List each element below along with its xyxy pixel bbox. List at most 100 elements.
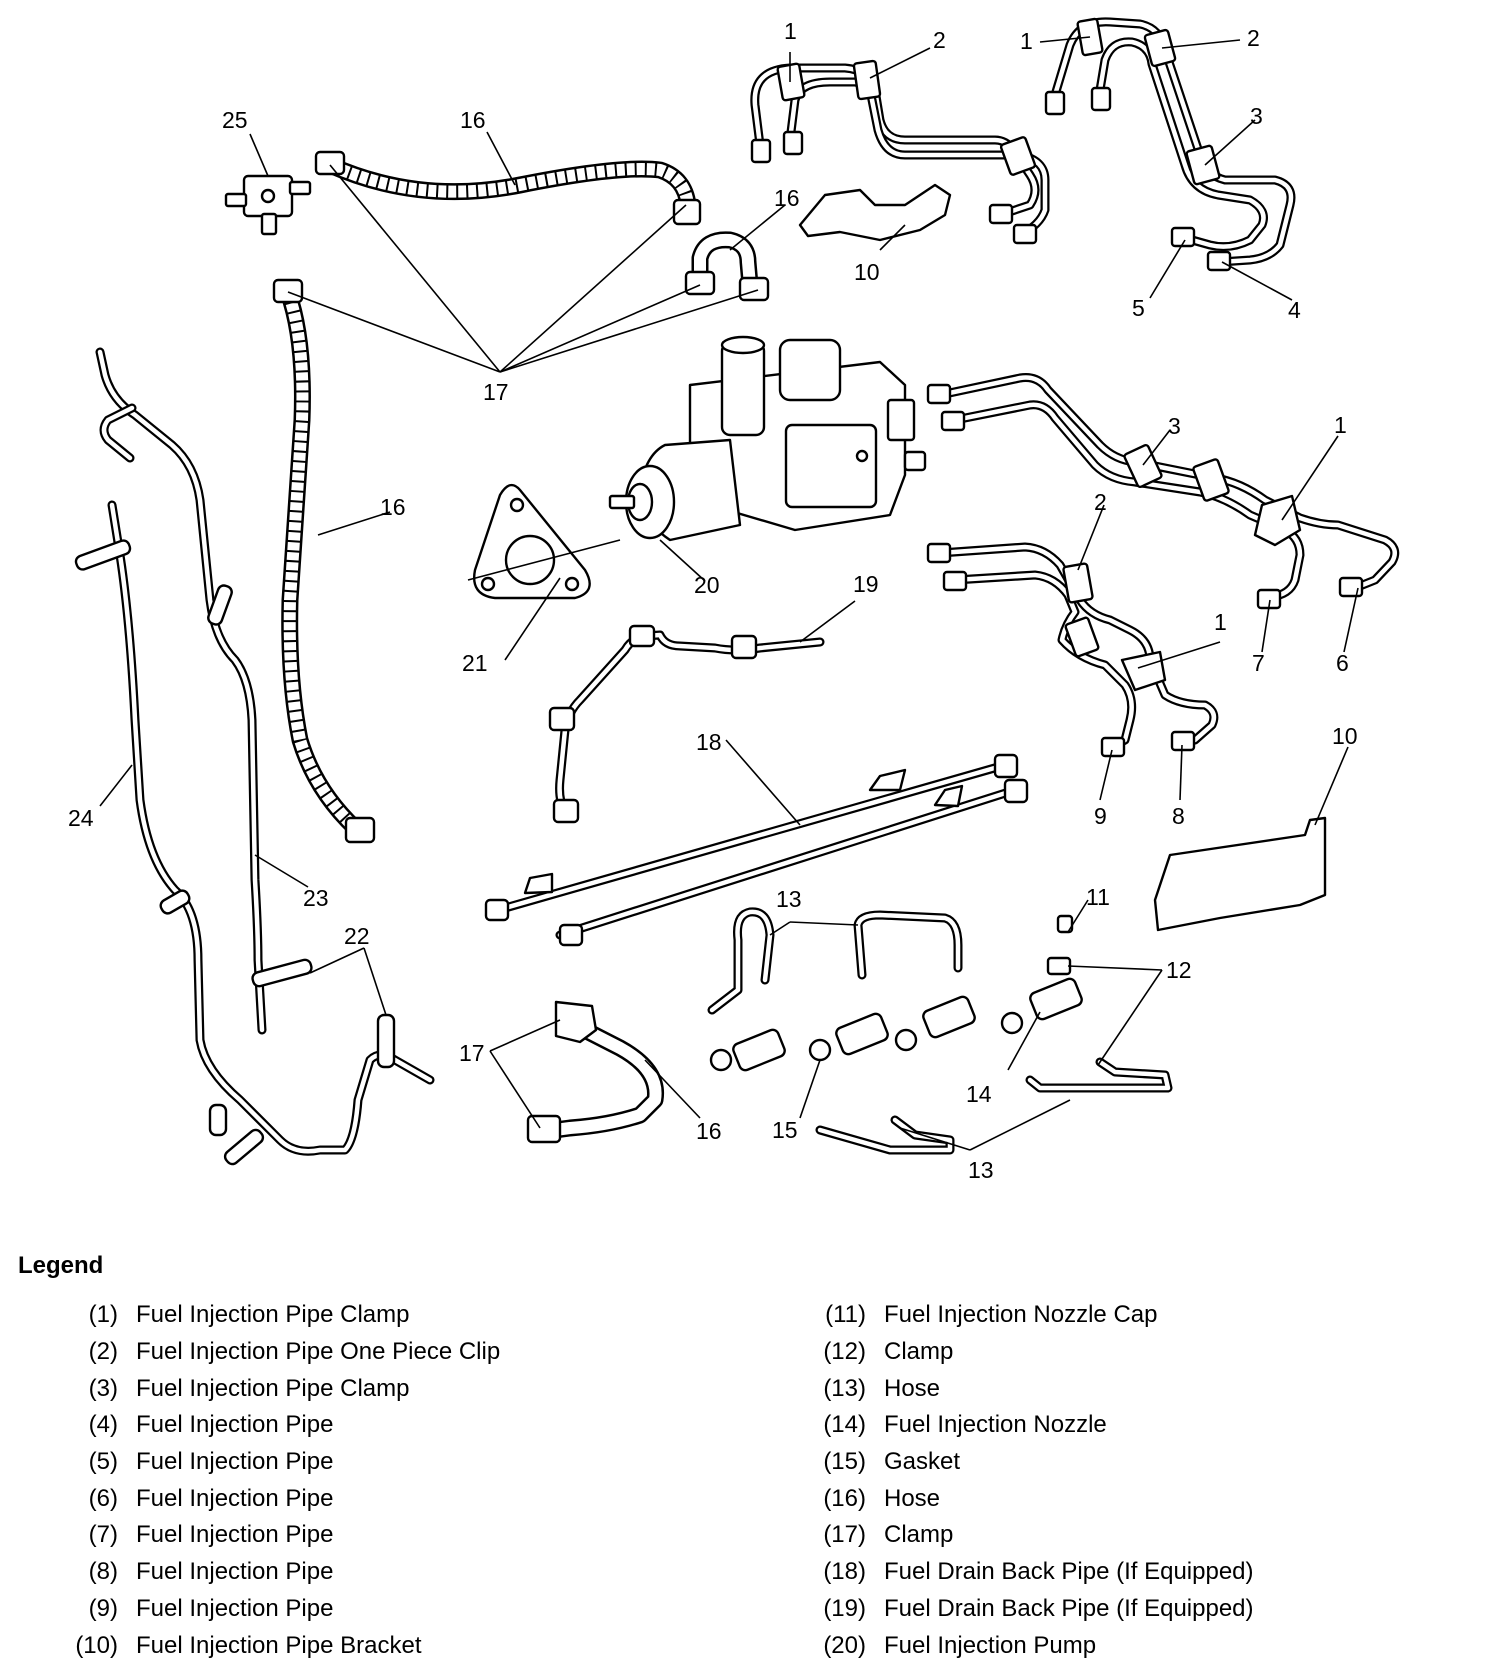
legend-item-label: Hose xyxy=(884,1484,941,1512)
pipe-clamp-icon xyxy=(1192,458,1230,502)
drain-banjo-icon xyxy=(552,798,580,824)
legend-item: (2)Fuel Injection Pipe One Piece Clip xyxy=(58,1334,698,1371)
legend-item-label: Fuel Injection Pipe xyxy=(136,1484,334,1512)
callout-16: 16 xyxy=(774,185,800,211)
legend-item-number: (6) xyxy=(88,1484,118,1512)
legend-item: (19) Fuel Drain Back Pipe (If Equipped) xyxy=(806,1591,1486,1628)
legend-item: (14)Fuel Injection Nozzle xyxy=(806,1407,1486,1444)
legend-item-number: (16) xyxy=(823,1484,866,1512)
pipe-clip-icon xyxy=(1062,562,1094,604)
legend-item: (17)Clamp xyxy=(806,1517,1486,1554)
pipe-clamp-icon xyxy=(1185,144,1221,186)
callout-23: 23 xyxy=(303,885,329,911)
callout-5: 5 xyxy=(1132,295,1145,321)
callout-3: 3 xyxy=(1168,413,1181,439)
callout-15: 15 xyxy=(772,1117,798,1143)
hose-top-spiral xyxy=(314,150,702,226)
nozzle-clamp-icon xyxy=(1046,956,1072,976)
legend-item: (1)Fuel Injection Pipe Clamp xyxy=(58,1297,698,1334)
hose-clamp-icon xyxy=(526,1114,562,1144)
legend-item-number: (3) xyxy=(88,1374,118,1402)
gasket-icon xyxy=(709,1048,733,1072)
callout-9: 9 xyxy=(1094,803,1107,829)
pipe-fitting-icon xyxy=(926,542,952,564)
leader-lines xyxy=(99,36,1359,1151)
legend-item-number: (17) xyxy=(823,1521,866,1549)
legend-item: (6) Fuel Injection Pipe xyxy=(58,1480,698,1517)
hose-clamp-icon xyxy=(738,276,770,302)
callout-10: 10 xyxy=(1332,723,1358,749)
callout-14: 14 xyxy=(966,1081,992,1107)
injection-pipe-set-right xyxy=(926,373,1400,610)
callout-12: 12 xyxy=(1166,957,1192,983)
legend-item: (18)Fuel Drain Back Pipe (If Equipped) xyxy=(806,1554,1486,1591)
legend-item-number: (19) xyxy=(823,1594,866,1622)
nozzle-cap-icon xyxy=(1056,914,1074,934)
pipe-tab-icon xyxy=(74,539,132,571)
callout-20: 20 xyxy=(694,572,720,598)
legend-item-label: Fuel Drain Back Pipe (If Equipped) xyxy=(884,1594,1254,1622)
gasket-icon xyxy=(1000,1011,1024,1035)
hose-small-upper xyxy=(684,231,770,302)
legend-item-number: (1) xyxy=(88,1301,118,1329)
callout-17: 17 xyxy=(459,1040,485,1066)
callout-4: 4 xyxy=(1288,297,1301,323)
legend-item-label: Gasket xyxy=(884,1448,961,1476)
legend-item: (3) Fuel Injection Pipe Clamp xyxy=(58,1370,698,1407)
callout-3: 3 xyxy=(1250,103,1263,129)
legend-column-right: (11)Fuel Injection Nozzle Cap (12)Clamp … xyxy=(806,1297,1486,1664)
pipe-fitting-icon xyxy=(988,203,1014,225)
callout-8: 8 xyxy=(1172,803,1185,829)
legend-item-label: Fuel Injection Pipe Clamp xyxy=(136,1374,410,1402)
pipe-fitting-icon xyxy=(782,130,804,156)
legend-item-label: Fuel Injection Pipe xyxy=(136,1594,334,1622)
legend-item-label: Fuel Injection Pipe xyxy=(136,1521,334,1549)
pipe-clamp-icon xyxy=(1064,616,1100,658)
legend-item: (4)Fuel Injection Pipe xyxy=(58,1407,698,1444)
pump-gasket-icon xyxy=(473,483,591,600)
callout-25: 25 xyxy=(222,107,248,133)
injection-nozzles xyxy=(709,914,1083,1072)
legend-item-number: (7) xyxy=(88,1521,118,1549)
hose-clamp-icon xyxy=(554,1000,598,1044)
drain-banjo-icon xyxy=(730,634,758,660)
legend-item: (20)Fuel Injection Pump xyxy=(806,1627,1486,1664)
callout-21: 21 xyxy=(462,650,488,676)
legend-item: (10)Fuel Injection Pipe Bracket xyxy=(58,1627,698,1664)
callout-16: 16 xyxy=(380,494,406,520)
legend-item-label: Clamp xyxy=(884,1338,954,1366)
pipe-bracket-upper-icon xyxy=(798,183,952,242)
fuel-injection-pump xyxy=(608,335,927,542)
pipe-fitting-icon xyxy=(926,383,952,405)
exploded-parts-diagram: 1 2 1 2 3 4 5 25 16 16 10 17 16 3 1 2 20… xyxy=(68,17,1400,1180)
callout-17: 17 xyxy=(483,379,509,405)
legend-item: (16) Hose xyxy=(806,1480,1486,1517)
legend-item-number: (10) xyxy=(75,1631,118,1659)
drain-banjo-icon xyxy=(628,624,656,648)
legend-item: (5)Fuel Injection Pipe xyxy=(58,1444,698,1481)
pipe-clamp-icon xyxy=(1123,443,1163,489)
nozzle-icon xyxy=(922,995,976,1039)
hose-clamp-icon xyxy=(672,198,702,226)
callout-22: 22 xyxy=(344,923,370,949)
pipe-clip-icon xyxy=(1143,28,1177,68)
injection-pipe-set-top-center xyxy=(750,59,1050,245)
legend-item-number: (13) xyxy=(823,1374,866,1402)
callout-16: 16 xyxy=(460,107,486,133)
callout-19: 19 xyxy=(853,571,879,597)
callout-11: 11 xyxy=(1086,884,1110,910)
callout-1: 1 xyxy=(1334,412,1347,438)
gasket-icon xyxy=(808,1038,832,1062)
hose-long-spiral xyxy=(272,278,376,844)
nozzle-icon xyxy=(732,1028,786,1072)
leakoff-hoses-13 xyxy=(707,907,1173,1155)
pipe-23 xyxy=(95,347,313,1035)
callout-16: 16 xyxy=(696,1118,722,1144)
callout-2: 2 xyxy=(1247,25,1260,51)
pipe-clamp-icon xyxy=(1253,494,1302,547)
pipe-clip-icon xyxy=(852,59,882,101)
gasket-icon xyxy=(894,1028,918,1052)
callout-24: 24 xyxy=(68,805,94,831)
pipe-fitting-icon xyxy=(750,138,772,164)
callout-2: 2 xyxy=(933,27,946,53)
